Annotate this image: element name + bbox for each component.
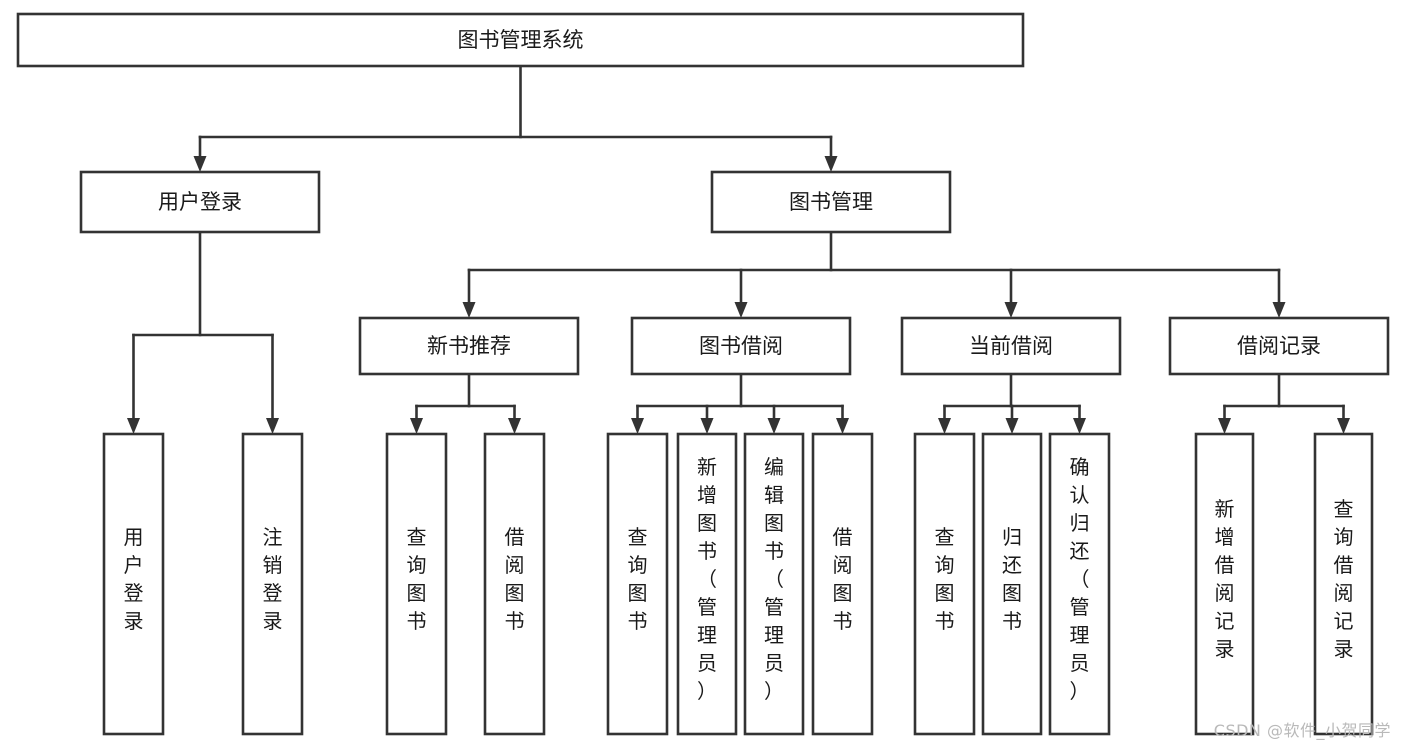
node-label: 注销登录 [263,525,283,633]
node-root[interactable]: 图书管理系统 [16,12,1025,68]
csdn-watermark: CSDN @软件_小贺同学 [1213,721,1391,740]
node-label: 图书管理系统 [458,28,584,52]
node-box[interactable] [811,432,874,736]
node-book-borrow[interactable]: 图书借阅 [630,316,852,376]
edge-group-current-borrow-bus [938,372,1086,434]
node-leaf-borrow-book-2[interactable]: 借阅图书 [811,432,874,736]
edge-arrowhead [1005,418,1019,434]
node-label: 新书推荐 [427,334,511,358]
node-box[interactable] [1048,432,1111,736]
node-label: 用户登录 [124,525,144,633]
node-layer: 图书管理系统用户登录图书管理新书推荐图书借阅当前借阅借阅记录用户登录注销登录查询… [16,12,1390,736]
node-box[interactable] [630,316,852,376]
node-leaf-borrow-book-1[interactable]: 借阅图书 [483,432,546,736]
node-label: 查询图书 [935,525,955,633]
node-leaf-query-record[interactable]: 查询借阅记录 [1313,432,1374,736]
node-leaf-return-book[interactable]: 归还图书 [981,432,1043,736]
edge-group-root-bus [193,64,838,172]
node-leaf-query-book-1[interactable]: 查询图书 [385,432,448,736]
node-box[interactable] [1168,316,1390,376]
node-label: 图书借阅 [699,334,783,358]
node-box[interactable] [710,170,952,234]
node-label: 归还图书 [1002,525,1022,633]
edge-arrowhead [266,418,279,434]
node-user-login[interactable]: 用户登录 [79,170,321,234]
node-label: 借阅图书 [505,525,525,633]
edge-arrowhead [767,418,781,434]
edge-arrowhead [631,418,644,434]
node-borrow-record[interactable]: 借阅记录 [1168,316,1390,376]
node-book-manage[interactable]: 图书管理 [710,170,952,234]
node-label: 查询借阅记录 [1334,497,1354,661]
node-leaf-query-book-2[interactable]: 查询图书 [606,432,669,736]
node-label: 查询图书 [407,525,427,633]
node-label: 用户登录 [158,190,242,214]
edge-arrowhead [462,302,476,318]
edge-arrowhead [1073,418,1086,434]
node-label: 新增图书（管理员） [697,455,717,703]
edge-arrowhead [410,418,423,434]
node-box[interactable] [483,432,546,736]
node-label: 确认归还（管理员） [1070,455,1090,703]
node-leaf-user-login[interactable]: 用户登录 [102,432,165,736]
node-leaf-logout[interactable]: 注销登录 [241,432,304,736]
node-box[interactable] [241,432,304,736]
node-box[interactable] [606,432,669,736]
node-box[interactable] [1313,432,1374,736]
edge-arrowhead [1218,418,1231,434]
edge-arrowhead [1272,302,1286,318]
node-label: 图书管理 [789,190,873,214]
edge-arrowhead [508,418,521,434]
node-box[interactable] [385,432,448,736]
edge-arrowhead [836,418,849,434]
node-current-borrow[interactable]: 当前借阅 [900,316,1122,376]
node-box[interactable] [913,432,976,736]
node-new-book-rec[interactable]: 新书推荐 [358,316,580,376]
node-label: 借阅图书 [833,525,853,633]
node-leaf-edit-book[interactable]: 编辑图书（管理员） [743,432,805,736]
node-label: 编辑图书（管理员） [764,455,784,703]
edge-group-book-manage-bus [462,230,1286,318]
node-leaf-add-record[interactable]: 新增借阅记录 [1194,432,1255,736]
edge-layer [127,64,1350,434]
edge-arrowhead [734,302,748,318]
edge-arrowhead [938,418,951,434]
node-label: 借阅记录 [1237,334,1321,358]
node-label: 新增借阅记录 [1215,497,1235,661]
node-box[interactable] [358,316,580,376]
node-box[interactable] [981,432,1043,736]
edge-arrowhead [1004,302,1018,318]
node-box[interactable] [16,12,1025,68]
node-label: 查询图书 [628,525,648,633]
edge-arrowhead [193,156,207,172]
node-leaf-confirm-return[interactable]: 确认归还（管理员） [1048,432,1111,736]
node-box[interactable] [676,432,738,736]
edge-arrowhead [127,418,140,434]
node-label: 当前借阅 [969,334,1053,358]
edge-arrowhead [824,156,838,172]
node-box[interactable] [900,316,1122,376]
edge-group-borrow-record-bus [1218,372,1350,434]
node-box[interactable] [79,170,321,234]
node-box[interactable] [743,432,805,736]
edge-arrowhead [1337,418,1350,434]
edge-group-new-book-rec-bus [410,372,521,434]
node-leaf-query-book-3[interactable]: 查询图书 [913,432,976,736]
edge-group-user-login-bus [127,230,279,434]
node-leaf-add-book[interactable]: 新增图书（管理员） [676,432,738,736]
node-box[interactable] [102,432,165,736]
node-box[interactable] [1194,432,1255,736]
edge-group-book-borrow-bus [631,372,849,434]
edge-arrowhead [700,418,714,434]
